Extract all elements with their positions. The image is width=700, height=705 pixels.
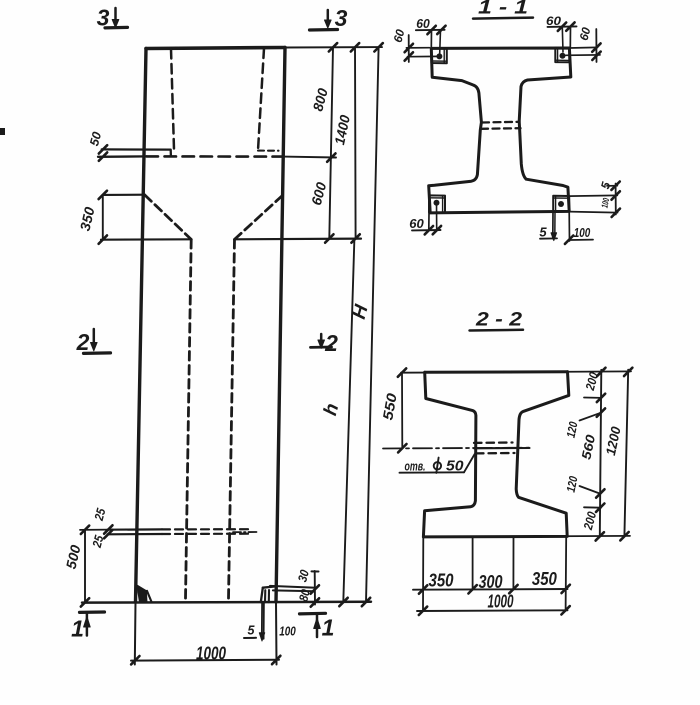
svg-text:120: 120 <box>564 475 581 494</box>
svg-text:60: 60 <box>391 28 408 44</box>
svg-text:100: 100 <box>279 625 296 639</box>
svg-text:3: 3 <box>97 4 110 30</box>
svg-text:200: 200 <box>583 371 601 393</box>
svg-text:300: 300 <box>479 572 503 592</box>
svg-text:200: 200 <box>581 510 599 532</box>
svg-text:50: 50 <box>87 130 104 147</box>
svg-text:2: 2 <box>324 330 338 356</box>
svg-text:1200: 1200 <box>603 425 624 457</box>
svg-text:100: 100 <box>600 197 612 209</box>
svg-text:h: h <box>320 401 343 418</box>
svg-text:25: 25 <box>90 533 107 550</box>
svg-text:1400: 1400 <box>331 113 353 146</box>
svg-text:1 - 1: 1 - 1 <box>478 0 528 19</box>
svg-text:350: 350 <box>532 569 557 589</box>
svg-text:5: 5 <box>598 180 613 190</box>
svg-text:50: 50 <box>446 459 464 475</box>
svg-text:1000: 1000 <box>196 643 227 664</box>
svg-text:отв.: отв. <box>405 459 426 474</box>
svg-text:60: 60 <box>577 26 594 42</box>
svg-text:80: 80 <box>296 588 313 603</box>
svg-text:560: 560 <box>578 432 598 460</box>
svg-text:350: 350 <box>429 571 454 591</box>
svg-text:1: 1 <box>71 615 84 641</box>
svg-text:5: 5 <box>539 224 547 239</box>
svg-text:5: 5 <box>248 624 256 638</box>
svg-text:2 - 2: 2 - 2 <box>475 310 523 331</box>
svg-text:120: 120 <box>564 420 581 439</box>
svg-text:600: 600 <box>308 180 329 207</box>
svg-text:25: 25 <box>92 506 109 523</box>
svg-text:500: 500 <box>63 543 84 570</box>
svg-text:30: 30 <box>295 568 312 583</box>
svg-text:2: 2 <box>76 329 90 355</box>
svg-text:60: 60 <box>416 17 430 31</box>
svg-text:60: 60 <box>409 217 424 231</box>
svg-text:550: 550 <box>379 392 399 422</box>
svg-text:350: 350 <box>77 205 98 232</box>
svg-text:100: 100 <box>574 225 591 240</box>
svg-text:1: 1 <box>322 614 335 640</box>
svg-text:3: 3 <box>335 5 348 31</box>
svg-text:800: 800 <box>309 86 330 113</box>
svg-text:1000: 1000 <box>488 592 514 612</box>
svg-text:60: 60 <box>546 14 561 28</box>
